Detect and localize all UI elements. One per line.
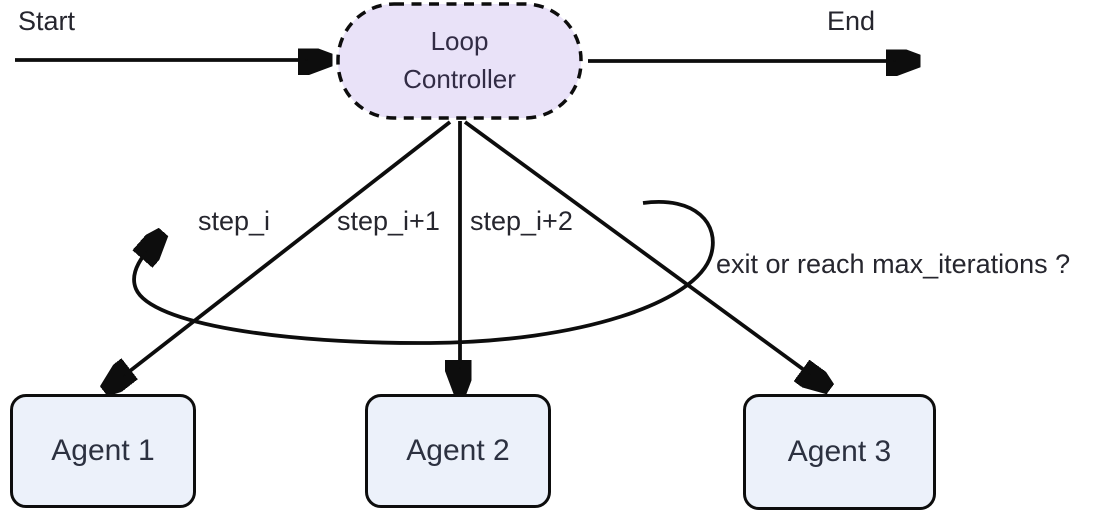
agent-3-label: Agent 3	[787, 435, 892, 468]
loop-controller-node: Loop Controller	[338, 4, 581, 118]
edge-label-step-i: step_i	[198, 206, 271, 236]
edge-step-i2-to-agent3	[463, 120, 826, 386]
loop-condition-label: exit or reach max_iterations ?	[716, 249, 1071, 279]
agent-1-label: Agent 1	[51, 434, 155, 467]
agent-2-label: Agent 2	[406, 434, 510, 467]
agent-1-node: Agent 1	[10, 394, 196, 508]
agent-3-node: Agent 3	[743, 394, 936, 510]
loop-controller-label: Loop Controller	[403, 26, 516, 94]
edge-step-i-to-agent1	[108, 120, 452, 388]
agent-2-node: Agent 2	[365, 394, 551, 508]
start-label: Start	[18, 6, 76, 36]
end-label: End	[827, 6, 876, 36]
edge-loopback-curve	[132, 200, 715, 345]
edge-label-step-i2: step_i+2	[470, 206, 573, 236]
loop-controller-node-shape	[336, 2, 583, 120]
edge-label-step-i1: step_i+1	[337, 206, 440, 236]
